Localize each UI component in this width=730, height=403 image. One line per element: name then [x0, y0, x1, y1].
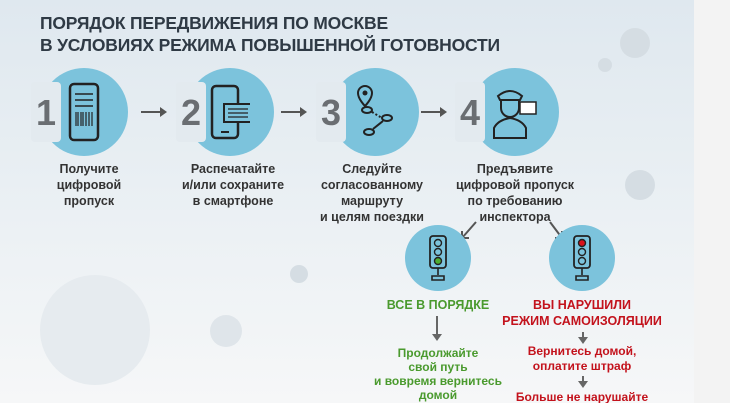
- label-line: Следуйте: [342, 162, 402, 176]
- number-backdrop: [316, 82, 346, 142]
- infographic: ПОРЯДОК ПЕРЕДВИЖЕНИЯ ПО МОСКВЕ В УСЛОВИЯ…: [0, 0, 694, 403]
- label-line: цифровой пропуск: [455, 178, 575, 192]
- virus-icon: [210, 315, 242, 347]
- virus-icon: [625, 170, 655, 200]
- arrow-down-icon: [578, 376, 588, 388]
- arrow-right-icon: [141, 107, 167, 117]
- step-2-number: 2: [180, 92, 202, 133]
- action-line: Вернитесь домой,: [527, 344, 637, 358]
- traffic-light-green-icon: [429, 235, 447, 281]
- phone-and-pass-icon: [210, 84, 250, 140]
- page-title: ПОРЯДОК ПЕРЕДВИЖЕНИЯ ПО МОСКВЕ В УСЛОВИЯ…: [40, 12, 500, 56]
- action-line: домой: [418, 388, 458, 402]
- number-backdrop: [176, 82, 206, 142]
- action-line: Продолжайте: [397, 346, 479, 360]
- smartphone-qr-icon: [68, 82, 100, 142]
- virus-icon: [598, 58, 612, 72]
- number-backdrop: [31, 82, 61, 142]
- title-line: РЕЖИМ САМОИЗОЛЯЦИИ: [502, 314, 662, 328]
- label-line: цифровой: [56, 178, 122, 192]
- traffic-light-red-circle: [549, 225, 615, 291]
- inspector-icon: [493, 90, 537, 139]
- title-line: ПОРЯДОК ПЕРЕДВИЖЕНИЯ ПО МОСКВЕ: [40, 13, 388, 33]
- label-line: по требованию: [467, 194, 563, 208]
- outcome-ok-title: ВСЕ В ПОРЯДКЕ: [386, 298, 490, 312]
- label-line: Предъявите: [476, 162, 554, 176]
- traffic-light-red-icon: [573, 235, 591, 281]
- action-line: и вовремя вернитесь: [374, 374, 502, 388]
- label-line: и целям поездки: [320, 210, 424, 224]
- arrow-right-icon: [421, 107, 447, 117]
- step-1-number: 1: [35, 92, 57, 133]
- virus-icon: [40, 275, 150, 385]
- arrow-down-icon: [578, 332, 588, 344]
- label-line: пропуск: [63, 194, 115, 208]
- label-line: в смартфоне: [192, 194, 274, 208]
- action-line: свой путь: [408, 360, 468, 374]
- step-2-label: Распечатайте и/или сохраните в смартфоне: [163, 161, 303, 209]
- outcome-ok-action: Продолжайте свой путь и вовремя вернитес…: [368, 346, 508, 402]
- arrow-right-icon: [281, 107, 307, 117]
- route-map-pin-icon: [356, 84, 393, 136]
- label-line: Распечатайте: [190, 162, 276, 176]
- arrow-down-icon: [432, 316, 442, 341]
- label-line: маршруту: [340, 194, 404, 208]
- step-4-number: 4: [459, 92, 481, 133]
- label-line: Получите: [59, 162, 119, 176]
- outcome-violation-final: Больше не нарушайте: [515, 390, 649, 403]
- virus-icon: [620, 28, 650, 58]
- step-1-label: Получите цифровой пропуск: [19, 161, 159, 209]
- outcome-violation-action: Вернитесь домой, оплатите штраф: [502, 344, 662, 374]
- title-line: ВЫ НАРУШИЛИ: [532, 298, 632, 312]
- title-line: В УСЛОВИЯХ РЕЖИМА ПОВЫШЕННОЙ ГОТОВНОСТИ: [40, 35, 500, 55]
- virus-icon: [290, 265, 308, 283]
- label-line: согласованному: [320, 178, 424, 192]
- step-4-circle: [471, 68, 559, 156]
- step-3-number: 3: [320, 92, 342, 133]
- step-3-label: Следуйте согласованному маршруту и целям…: [302, 161, 442, 225]
- traffic-light-green-circle: [405, 225, 471, 291]
- outcome-violation-title: ВЫ НАРУШИЛИ РЕЖИМ САМОИЗОЛЯЦИИ: [502, 297, 662, 329]
- label-line: и/или сохраните: [181, 178, 285, 192]
- number-backdrop: [455, 82, 485, 142]
- action-line: оплатите штраф: [532, 359, 632, 373]
- step-4-label: Предъявите цифровой пропуск по требовани…: [445, 161, 585, 225]
- label-line: инспектора: [479, 210, 551, 224]
